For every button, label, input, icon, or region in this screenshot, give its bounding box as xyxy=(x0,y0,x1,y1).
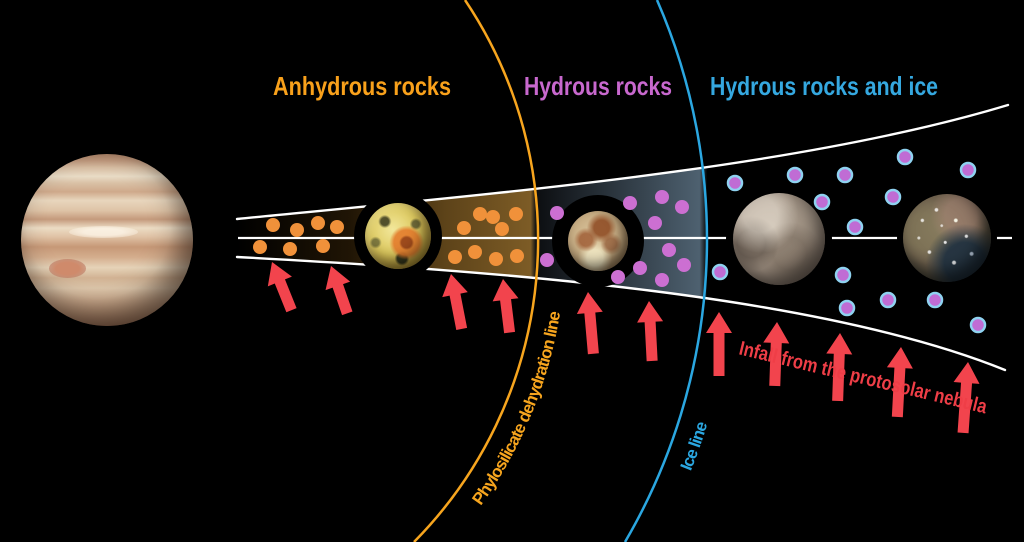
infall-arrow xyxy=(325,266,353,316)
anhydrous-rock-particle xyxy=(495,222,509,236)
icy-particle xyxy=(786,166,804,184)
anhydrous-rock-particle xyxy=(290,223,304,237)
zone-label-hydrous-rocks-and-ice: Hydrous rocks and ice xyxy=(710,71,938,101)
disk-lower-boundary xyxy=(235,255,1007,372)
anhydrous-rock-particle xyxy=(253,240,267,254)
infall-arrow xyxy=(763,322,790,387)
infall-arrow xyxy=(442,274,468,331)
infall-arrow xyxy=(576,292,603,355)
anhydrous-rock-particle xyxy=(330,220,344,234)
disk-upper-boundary xyxy=(235,103,1010,221)
icy-particle xyxy=(879,291,897,309)
hydrous-rock-particle xyxy=(633,261,647,275)
phylosilicate-dehydration-arc xyxy=(413,0,540,542)
zone-label-anhydrous-rocks: Anhydrous rocks xyxy=(273,71,451,101)
anhydrous-rock-particle xyxy=(468,245,482,259)
ganymede-image xyxy=(733,193,825,285)
zone-label-hydrous-rocks: Hydrous rocks xyxy=(524,71,672,101)
hydrous-rock-particle xyxy=(655,190,669,204)
icy-particle xyxy=(959,161,977,179)
anhydrous-rock-particle xyxy=(486,210,500,224)
hydrous-rock-particle xyxy=(662,243,676,257)
ice-line-arc xyxy=(623,0,709,542)
anhydrous-rock-particle xyxy=(266,218,280,232)
jupiter-cloud-wisp xyxy=(69,226,138,239)
anhydrous-rock-particle xyxy=(509,207,523,221)
icy-particle xyxy=(813,193,831,211)
jupiter-image xyxy=(21,154,193,326)
io-image xyxy=(365,203,431,269)
icy-particle xyxy=(726,174,744,192)
icy-particle xyxy=(884,188,902,206)
anhydrous-rock-particle xyxy=(316,239,330,253)
hydrous-rock-particle xyxy=(550,206,564,220)
infall-arrow xyxy=(637,301,664,362)
ice-line-label: Ice line xyxy=(677,420,711,473)
infall-arrow xyxy=(826,333,853,402)
anhydrous-rock-particle xyxy=(311,216,325,230)
icy-particle xyxy=(711,263,729,281)
phylosilicate-dehydration-line-label: Phylosilicate dehydration line xyxy=(469,310,565,508)
icy-particle xyxy=(846,218,864,236)
icy-particle xyxy=(834,266,852,284)
callisto-image xyxy=(903,194,991,282)
hydrous-rock-particle xyxy=(611,270,625,284)
hydrous-rock-particle xyxy=(623,196,637,210)
hydrous-rock-particle xyxy=(677,258,691,272)
icy-particle xyxy=(896,148,914,166)
infall-arrow xyxy=(267,262,297,313)
particle-dots xyxy=(253,148,987,334)
hydrous-rock-particle xyxy=(648,216,662,230)
anhydrous-rock-particle xyxy=(510,249,524,263)
great-red-spot xyxy=(48,258,87,278)
infall-arrow xyxy=(492,279,519,334)
infall-arrow xyxy=(886,347,913,418)
infall-arrow xyxy=(953,362,980,434)
icy-particle xyxy=(926,291,944,309)
icy-particle xyxy=(969,316,987,334)
icy-particle xyxy=(838,299,856,317)
anhydrous-rock-particle xyxy=(457,221,471,235)
hydrous-rock-particle xyxy=(655,273,669,287)
anhydrous-rock-particle xyxy=(283,242,297,256)
anhydrous-rock-particle xyxy=(489,252,503,266)
anhydrous-rock-particle xyxy=(473,207,487,221)
icy-particle xyxy=(836,166,854,184)
hydrous-rock-particle xyxy=(675,200,689,214)
anhydrous-rock-particle xyxy=(448,250,462,264)
infall-arrows xyxy=(267,262,980,434)
infall-arrow xyxy=(706,312,732,376)
hydrous-rock-particle xyxy=(540,253,554,267)
europa-image xyxy=(568,211,628,271)
